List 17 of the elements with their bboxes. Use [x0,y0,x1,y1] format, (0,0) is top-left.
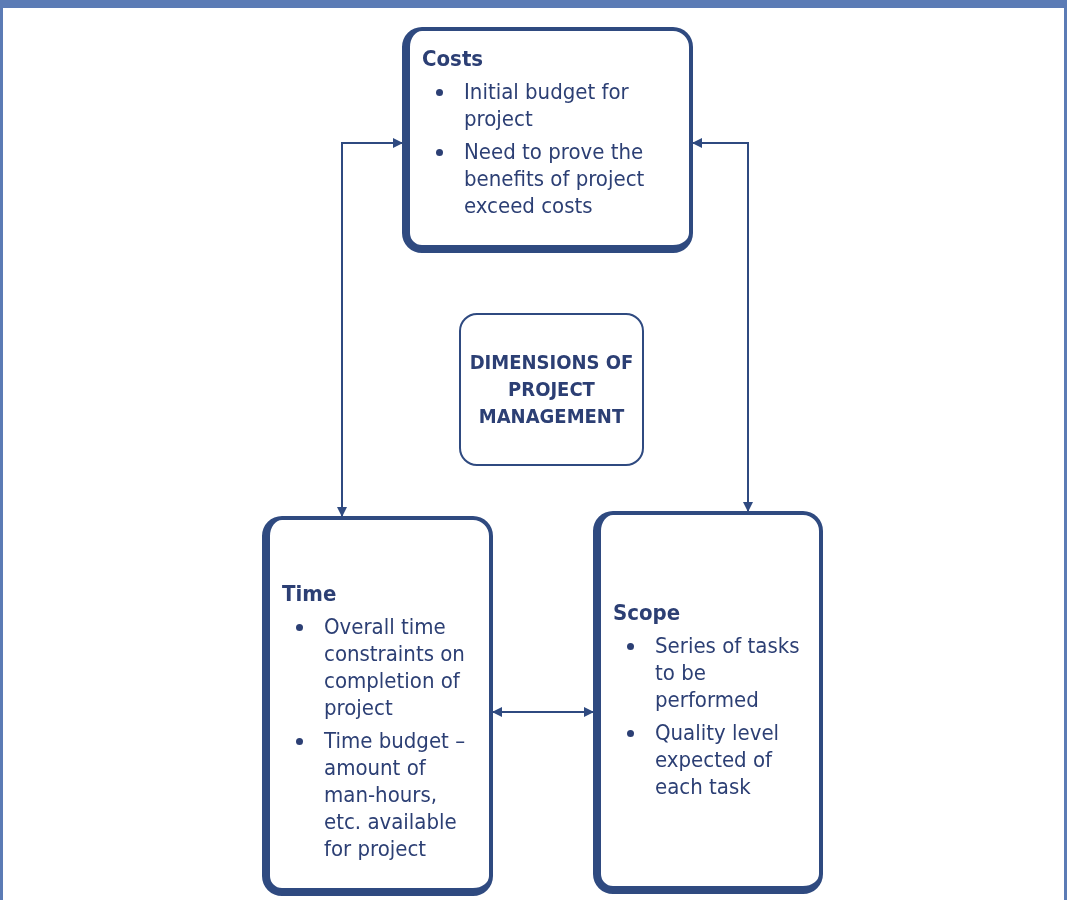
center-label: DIMENSIONS OF PROJECT MANAGEMENT [469,349,634,430]
bullet-text: Need to prove the benefits of project exceed costs [464,139,645,218]
dimension-box [262,516,493,896]
box-heading: Time [282,580,338,607]
box-heading: Costs [422,45,485,72]
bullet-text: Overall time constraints on completion of project [324,614,465,720]
box-heading: Scope [613,599,682,626]
double-arrow [492,707,594,717]
bullet-text: Initial budget for project [464,79,629,131]
bullet-text: Series of tasks to be performed [655,633,800,712]
dimension-box [593,511,823,894]
bullet-text: Quality level expected of each task [655,720,780,799]
double-arrow [337,138,403,517]
bullet-text: Time budget – amount of man-hours, etc. available for project [324,728,466,861]
double-arrow [692,138,753,512]
dimension-box [402,27,693,253]
title-box [459,313,644,466]
